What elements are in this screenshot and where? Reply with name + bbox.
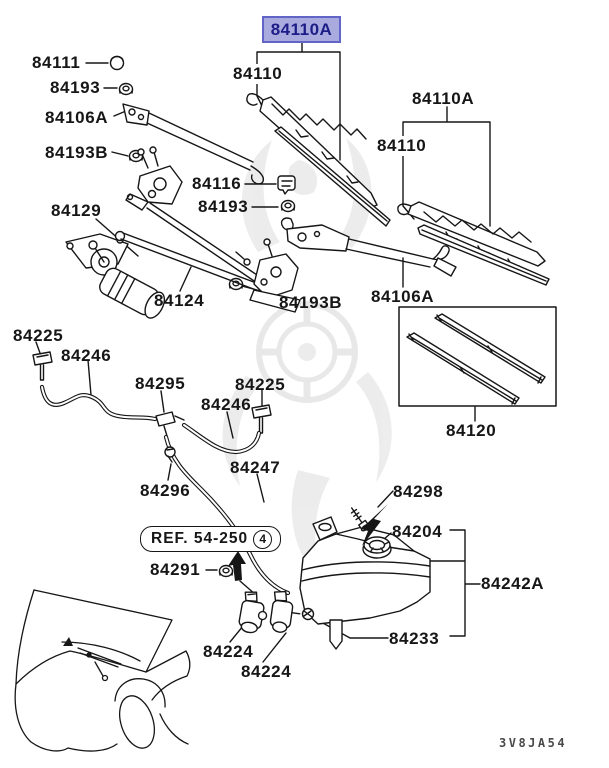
wiper-blade-drawing-1 [246,93,391,227]
part-label-84116: 84116 [192,174,242,193]
part-label-84110: 84110 [231,64,285,84]
car-location-arrow-icon [63,637,73,646]
part-label-84110A: 84110A [412,89,475,108]
nut-84291 [218,564,234,578]
washer-hose-system [32,351,291,596]
washer-pump-2 [269,590,301,633]
part-label-84193-2: 84193 [198,197,249,216]
wiper-motor-drawing [65,233,166,319]
part-label-84193: 84193 [50,78,101,97]
highlighted-part-label[interactable]: 84110A [262,16,341,43]
part-label-84124: 84124 [154,291,205,310]
washer-nozzle-right [251,404,272,434]
part-label-84247: 84247 [230,458,281,477]
part-label-84129: 84129 [51,201,102,220]
part-label-84224: 84224 [203,642,254,661]
part-label-84296: 84296 [140,481,191,500]
washer-nozzle-left [32,351,53,381]
circled-number: 4 [253,529,273,549]
hose-joint-84295 [155,411,185,437]
wiper-arm-drawing-left [122,103,265,185]
refill-box-84120 [398,306,557,407]
part-label-84193B: 84193B [45,143,109,162]
car-outline-sketch [14,589,191,752]
bracket-84110A-left [256,42,341,161]
part-label-84295: 84295 [135,374,186,393]
nut-84193 [118,82,134,96]
diagram-code: 3V8JA54 [499,736,568,750]
part-label-84246-2: 84246 [201,395,252,414]
assembly-bracket-84242A [429,529,481,637]
part-label-84233: 84233 [389,629,440,648]
tank-spout [329,619,343,650]
part-label-84193B-2: 84193B [279,293,343,312]
part-label-84291: 84291 [150,560,201,579]
part-label-84246: 84246 [61,346,112,365]
tank-cap-84204 [362,536,392,559]
part-label-84225-2: 84225 [235,375,286,394]
hose-clip-84296 [164,446,176,463]
part-label-84110-2: 84110 [375,136,429,156]
washer-pump-drawings [238,590,301,634]
part-label-84111: 84111 [32,53,81,72]
ref-note-text: REF. 54-250 [151,530,249,547]
washer-tank-drawing [299,504,431,650]
wiper-linkage-drawing [114,146,301,313]
tank-grommet-84233 [301,607,315,621]
wiper-blade-drawing-2 [397,201,550,286]
clip-84116 [277,175,296,195]
part-label-84106A-2: 84106A [371,287,435,306]
fastener-parts [109,55,296,578]
washer-pump-1 [238,591,268,634]
part-label-84242A: 84242A [481,574,545,593]
nut-84193-2 [280,199,296,213]
ref-note: REF. 54-250 4 [140,526,282,552]
bracket-84110A-right [402,106,491,227]
part-label-84224-2: 84224 [241,662,292,681]
part-label-84298: 84298 [393,482,444,501]
part-label-84225: 84225 [13,326,64,345]
cap-84111 [109,55,125,71]
part-label-84204: 84204 [392,522,443,541]
part-label-84106A: 84106A [45,108,109,127]
wiper-arm-drawing-right [280,217,457,277]
part-label-84120: 84120 [446,421,497,440]
insert-arrow-icon [361,504,388,546]
mount-direction-arrow-icon [228,551,246,581]
